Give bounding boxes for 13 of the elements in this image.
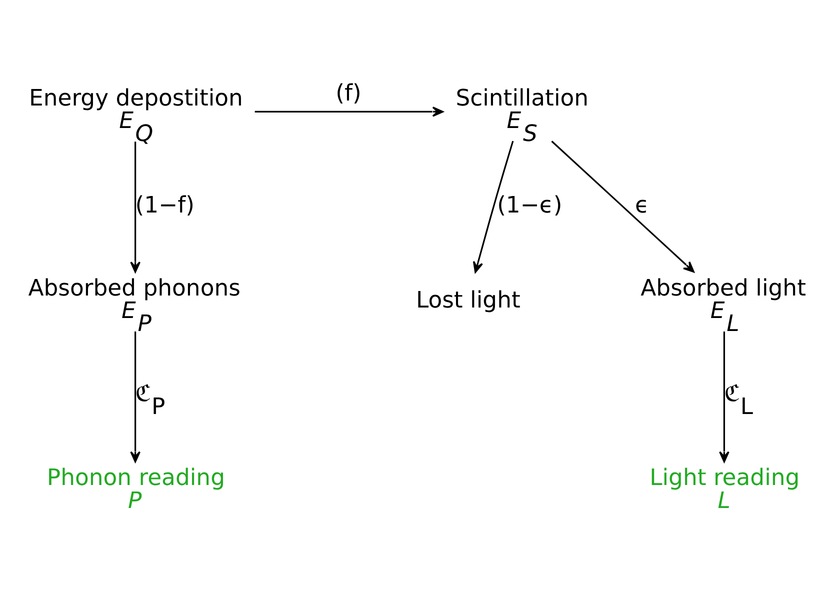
node-text: Light reading L xyxy=(650,464,800,514)
arrow xyxy=(719,330,730,462)
arrow xyxy=(130,330,140,462)
arrow xyxy=(472,140,514,272)
edge-label: (f) xyxy=(336,80,362,106)
edge-label: (1−ϵ) xyxy=(497,192,562,218)
edge-label: (1−f) xyxy=(135,192,194,218)
node-text: Lost light xyxy=(416,287,520,314)
node-text: Phonon reading P xyxy=(46,464,225,514)
arrow xyxy=(254,106,444,116)
arrow xyxy=(551,140,694,272)
arrow xyxy=(130,141,140,272)
edge-label: ϵ xyxy=(634,192,649,218)
